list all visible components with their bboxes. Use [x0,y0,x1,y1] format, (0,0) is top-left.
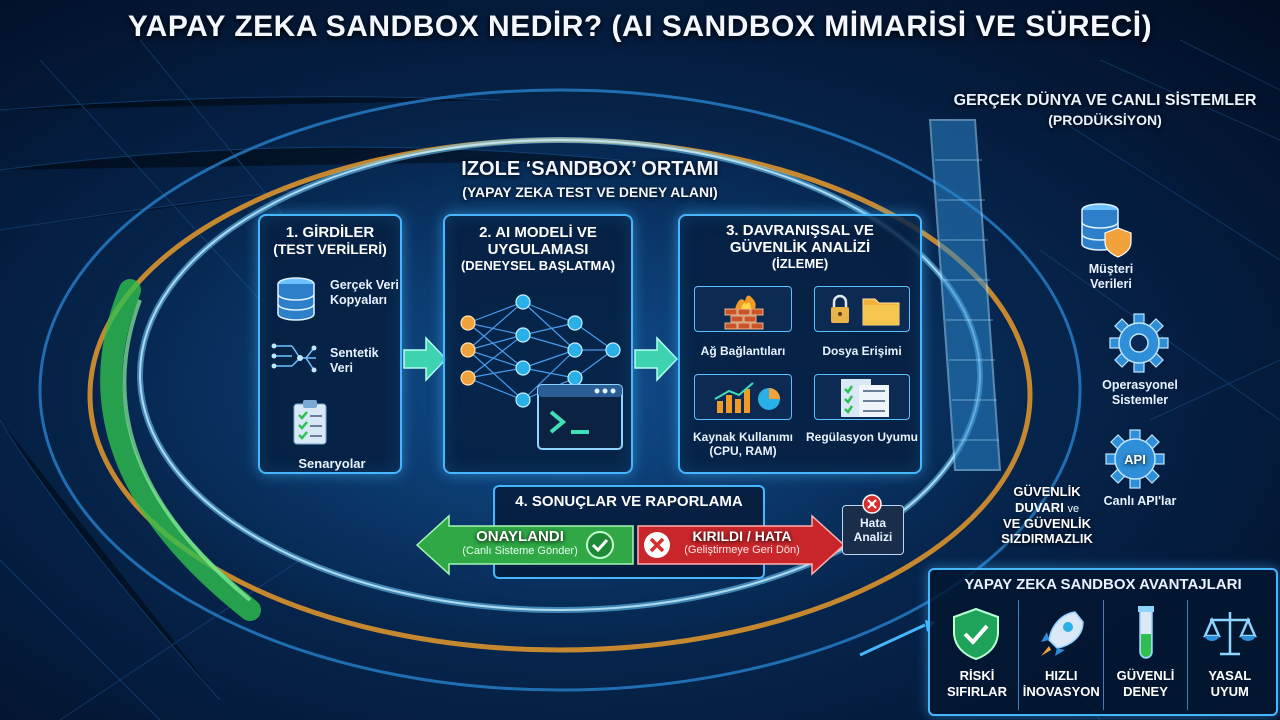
tile-compliance-label: Regülasyon Uyumu [805,430,919,444]
firewall-label-line4: SIZDIRMAZLIK [1001,531,1093,547]
rocket-icon [1041,611,1085,656]
advantage-item: HIZLI İNOVASYON [1019,600,1104,710]
shield-check-icon [953,607,999,661]
stage1-title: 1. GİRDİLER [285,224,375,241]
failed-label: KIRILDI / HATA [692,528,792,544]
failed-sublabel: (Geliştirmeye Geri Dön) [684,544,800,556]
compliance-tile [814,374,910,420]
input-scenarios: Senaryolar [298,456,366,471]
advantages-title: YAPAY ZEKA SANDBOX AVANTAJLARI [964,576,1242,593]
advantage-item: RİSKİ SIFIRLAR [935,600,1020,710]
tile-resource-label: Kaynak Kullanımı (CPU, RAM) [692,430,794,459]
input-real-data-copies: Gerçek Veri Kopyaları [330,278,399,307]
failed-arrow-shape [637,514,846,576]
network-tile [694,286,792,332]
input-synthetic-data: Sentetik Veri [330,346,379,375]
stage3-title-line2: GÜVENLİK ANALİZİ [729,239,871,257]
stage-analysis-panel: 3. DAVRANIŞSAL VE GÜVENLİK ANALİZİ (İZLE… [678,214,922,474]
flow-arrow-icon [403,336,448,382]
stage2-title: 2. AI MODELİ VE [479,224,597,241]
sandbox-subtitle: (YAPAY ZEKA TEST VE DENEY ALANI) [462,184,718,200]
tile-file-label: Dosya Erişimi [822,344,902,358]
production-subtitle: (PRODÜKSİYON) [1048,112,1162,128]
cross-icon [644,532,670,558]
approved-button: ONAYLANDI (Canlı Sisteme Gönder) [450,528,590,557]
stage3-subtitle: (İZLEME) [771,255,829,271]
terminal-icon [537,384,623,450]
checklist-icon [841,379,889,417]
error-badge-icon [862,494,882,514]
firewall-label-line1: GÜVENLİK [1013,484,1081,499]
gear-icon [1109,313,1169,373]
stage3-title: 3. DAVRANIŞSAL VE [726,222,874,239]
firewall-label: GÜVENLİK DUVARI ve VE GÜVENLİK SIZDIRMAZ… [988,484,1106,547]
resource-tile [694,374,792,420]
chart-monitor-icon [714,382,780,413]
neural-network-icon [460,294,621,408]
stage-inputs-panel: 1. GİRDİLER (TEST VERİLERİ) Gerçek Veri … [258,214,402,474]
api-gear-icon [1105,429,1165,489]
database-icon [277,277,315,321]
scales-icon [1202,612,1257,656]
tile-network-label: Ağ Bağlantıları [700,344,786,358]
firewall-label-line2: DUVARI [1014,499,1064,515]
approved-sublabel: (Canlı Sisteme Gönder) [462,545,578,557]
stage2-title-line2: UYGULAMASI [487,241,589,259]
error-analysis-label: Hata Analizi [853,515,893,544]
clipboard-checklist-icon [293,400,327,445]
approved-arrow-shape [415,514,634,576]
stage2-subtitle: (DENEYSEL BAŞLATMA) [460,257,616,273]
stage-ai-model-panel: 2. AI MODELİ VE UYGULAMASI (DENEYSEL BAŞ… [443,214,633,474]
synthetic-data-icon [271,343,317,373]
production-title: GERÇEK DÜNYA VE CANLI SİSTEMLER [953,92,1257,109]
sandbox-title: IZOLE ‘SANDBOX’ ORTAMI [461,158,719,180]
api-icon-text: API [1124,452,1146,467]
advantages-list: RİSKİ SIFIRLAR HIZLI İNOVASYON GÜVENLİ D… [935,600,1271,710]
advantage-risk-label: RİSKİ SIFIRLAR [947,668,1007,700]
test-tube-icon [1137,606,1154,659]
advantage-item: GÜVENLİ DENEY [1104,600,1188,710]
advantage-item: YASAL UYUM [1188,600,1271,710]
advantage-innovation-label: HIZLI İNOVASYON [1022,668,1100,700]
lock-folder-icon [831,294,900,326]
stage1-subtitle: (TEST VERİLERİ) [273,241,387,258]
advantage-compliance-label: YASAL UYUM [1208,668,1252,700]
failed-button: KIRILDI / HATA (Geliştirmeye Geri Dön) [672,528,812,556]
check-icon [586,531,614,559]
results-title: 4. SONUÇLAR VE RAPORLAMA [515,493,743,510]
file-access-tile [814,286,910,332]
firewall-label-line3: VE GÜVENLİK [1002,515,1092,531]
approved-label: ONAYLANDI [476,528,564,545]
production-live-apis: Canlı API'lar [1103,494,1177,508]
firewall-label-ve: ve [1067,502,1080,515]
page-title: YAPAY ZEKA SANDBOX NEDİR? (AI SANDBOX Mİ… [127,10,1153,43]
flow-arrow-icon-2 [634,336,679,382]
firewall-icon [724,295,764,330]
advantage-safe-experiment-label: GÜVENLİ DENEY [1116,668,1175,700]
production-customer-data: Müşteri Verileri [1088,262,1134,291]
customer-data-icon [1081,203,1132,258]
production-operational-systems: Operasyonel Sistemler [1102,378,1178,407]
